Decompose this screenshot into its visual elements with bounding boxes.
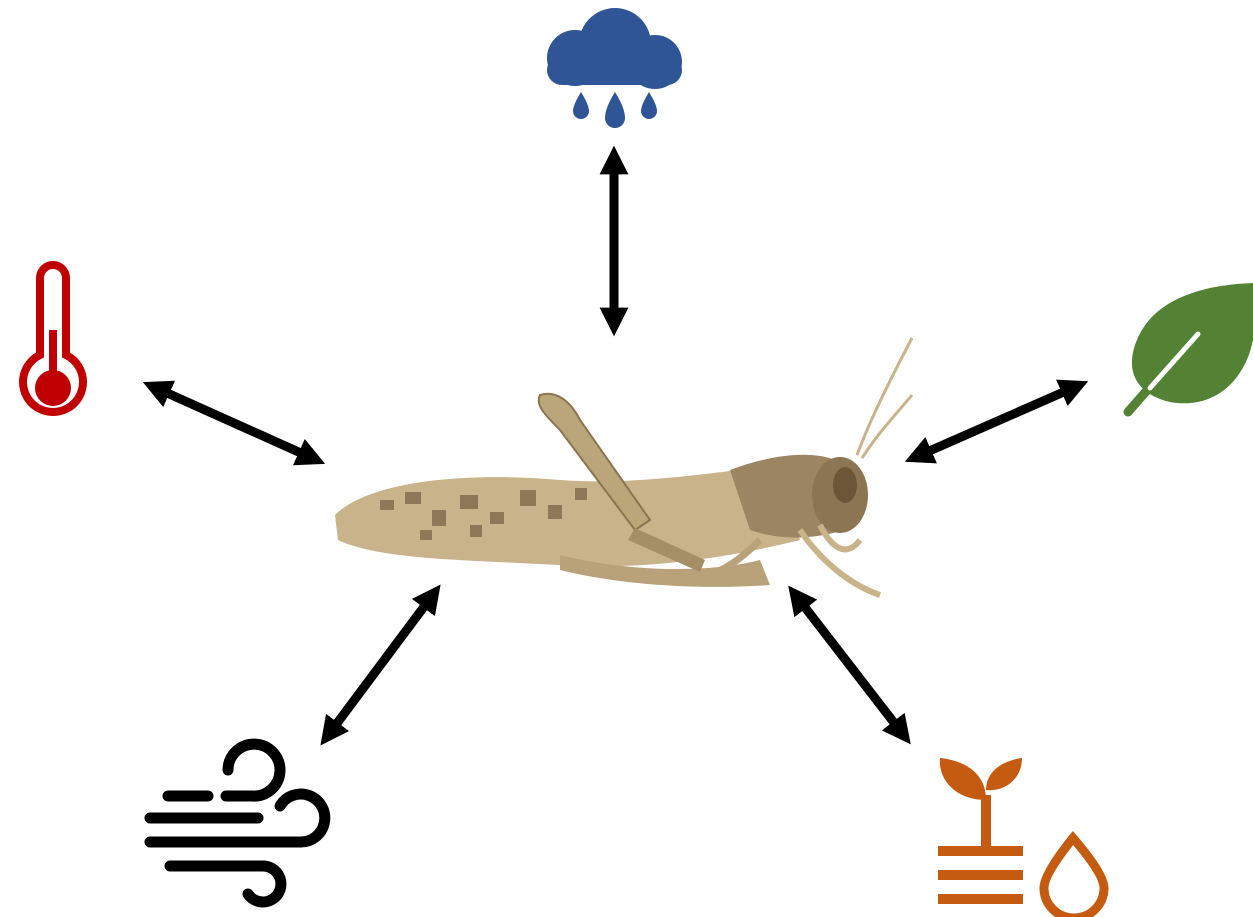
rain-cloud-icon — [547, 8, 682, 128]
wind-icon — [150, 744, 325, 902]
arrow-temperature — [156, 388, 312, 458]
arrow-wind — [329, 596, 432, 734]
leaf-icon — [1128, 283, 1253, 412]
locust-icon — [335, 338, 912, 595]
plant-soil-moisture-icon — [938, 758, 1104, 917]
arrow-vegetation — [918, 387, 1075, 456]
arrow-soil-moisture — [797, 597, 902, 733]
arrows — [156, 160, 1075, 734]
thermometer-icon — [23, 265, 83, 412]
